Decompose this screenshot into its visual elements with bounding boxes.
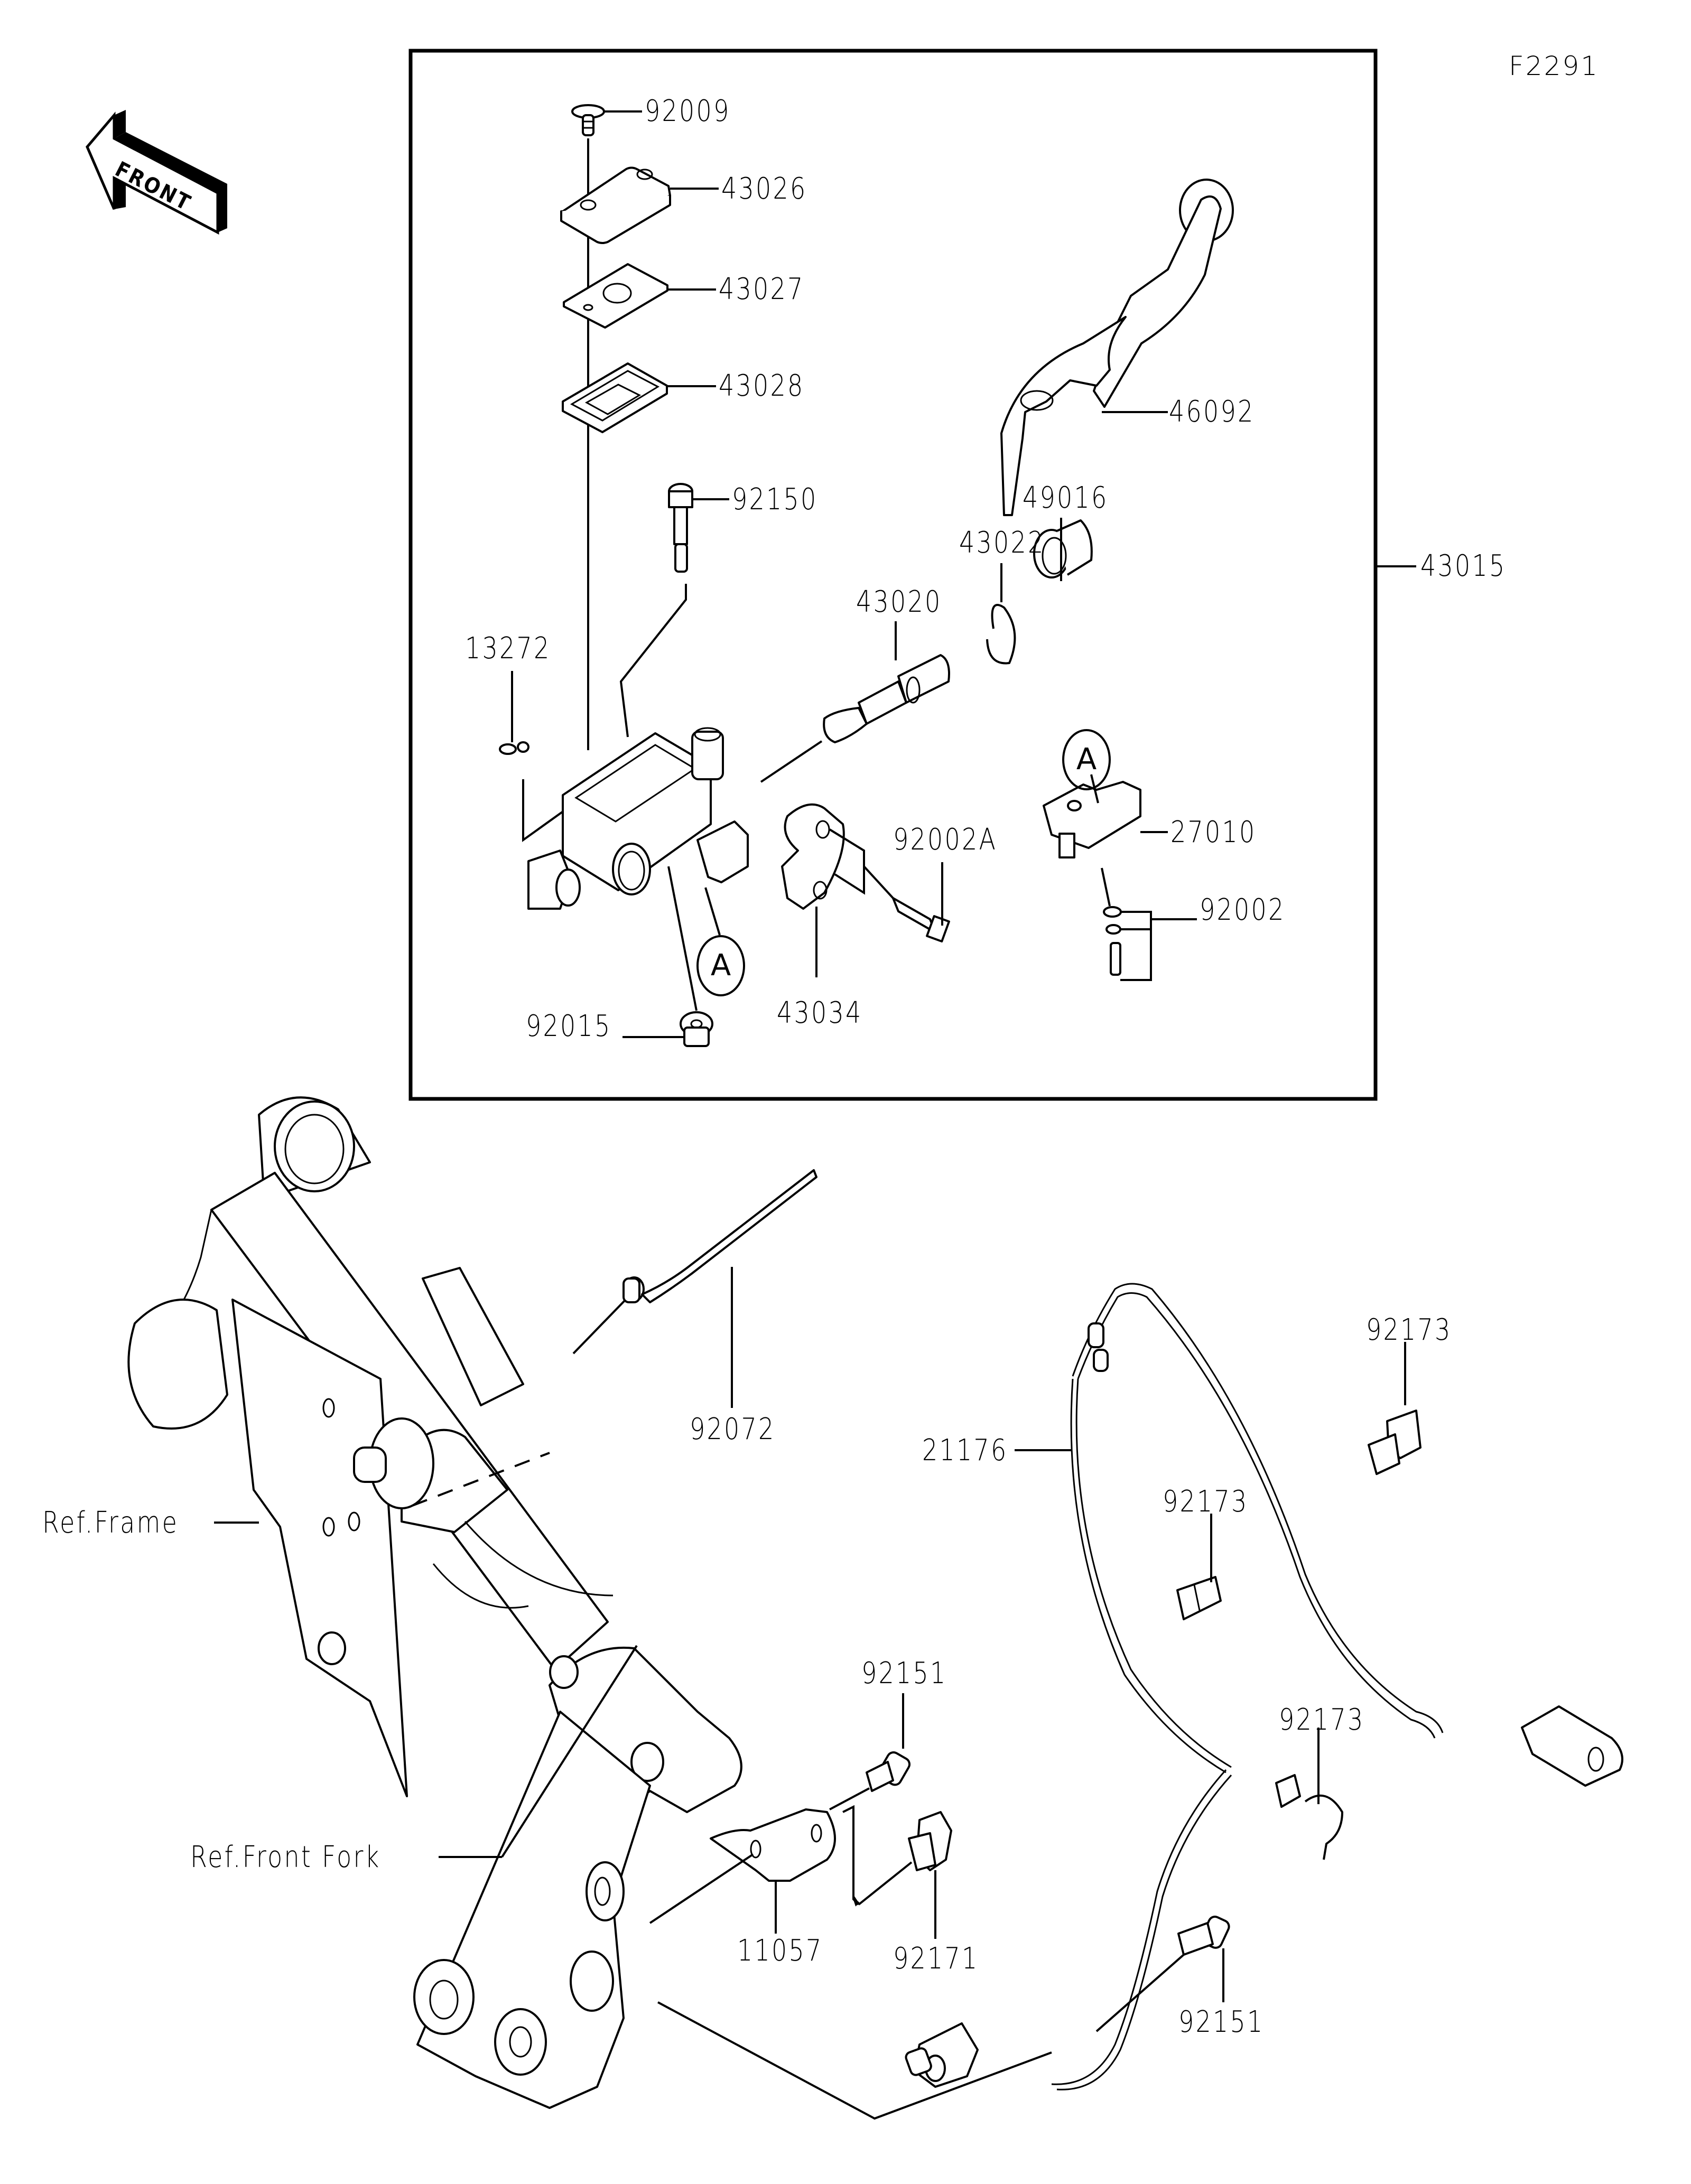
part-label-46092[interactable]: 46092 [1169,395,1255,429]
part-label-43034[interactable]: 43034 [777,996,863,1030]
part-label-49016[interactable]: 49016 [1023,481,1109,515]
part-label-92150[interactable]: 92150 [732,482,818,517]
part-label-92173-upper[interactable]: 92173 [1366,1313,1452,1347]
part-21176-sensor-lead [1051,1283,1444,2090]
part-label-43015[interactable]: 43015 [1420,549,1507,583]
part-sensor-head [905,2022,979,2088]
reference-front-fork-drawing [413,1646,742,2109]
part-92002A-clamp-bolt [892,897,950,942]
part-label-92015[interactable]: 92015 [526,1009,612,1043]
reference-front-fork-label: Ref.Front Fork [190,1840,381,1874]
part-92002-screw-washer-set [1103,906,1122,976]
part-label-43022[interactable]: 43022 [959,526,1045,560]
part-label-92009[interactable]: 92009 [645,94,731,128]
part-92015-nut [680,1011,713,1047]
part-92171-clip [908,1811,952,1871]
part-46092-clutch-lever [1000,179,1234,516]
part-92173-clamp-middle [1176,1576,1222,1620]
part-92009-screw [571,104,605,136]
part-label-92173-middle[interactable]: 92173 [1163,1485,1249,1519]
assembly-boundary-box [408,49,1378,1101]
part-label-13272[interactable]: 13272 [465,631,551,666]
part-13272-grommet [499,741,529,755]
part-label-21176[interactable]: 21176 [922,1433,1008,1468]
part-label-92151-lower[interactable]: 92151 [1178,2005,1265,2039]
part-label-11057[interactable]: 11057 [737,1934,823,1968]
part-21176-connector [1521,1705,1623,1787]
part-label-43027[interactable]: 43027 [719,272,805,306]
part-master-cylinder-body [527,727,749,910]
part-43020-piston-kit [823,654,950,743]
front-direction-arrow-icon [86,110,227,235]
part-92173-clamp-upper [1368,1410,1421,1475]
part-label-92173-lower[interactable]: 92173 [1279,1703,1365,1737]
part-label-43028[interactable]: 43028 [719,369,805,403]
reference-frame-label: Ref.Frame [42,1506,179,1540]
part-92072-cable-band [622,1169,817,1303]
part-label-27010[interactable]: 27010 [1170,815,1257,850]
part-43028-diaphragm [562,362,668,433]
part-label-92002A[interactable]: 92002A [893,823,998,857]
callout-a-switch: A [1062,729,1111,790]
reference-frame-drawing [127,1096,614,1797]
part-92173-clamp-lower [1275,1774,1343,1860]
part-43027-diaphragm-plate [563,263,668,329]
part-92151-bolt-upper [866,1751,911,1792]
part-label-43020[interactable]: 43020 [856,585,942,619]
callout-a-body: A [696,935,745,996]
part-92150-pivot-bolt [668,483,693,573]
part-label-92002[interactable]: 92002 [1200,893,1286,927]
part-label-92171[interactable]: 92171 [893,1942,979,1976]
part-27010-clutch-switch [1043,781,1141,858]
part-43034-holder-clamp [781,803,845,910]
part-92151-bolt-lower [1177,1916,1230,1956]
part-label-92151-upper[interactable]: 92151 [861,1656,947,1691]
part-43022-circlip [986,604,1016,665]
part-label-92072[interactable]: 92072 [690,1412,776,1446]
part-43026-reservoir-cap [560,166,671,244]
part-11057-bracket [710,1808,836,1882]
figure-code-label: F2291 [1509,51,1600,81]
part-label-43026[interactable]: 43026 [721,172,807,206]
